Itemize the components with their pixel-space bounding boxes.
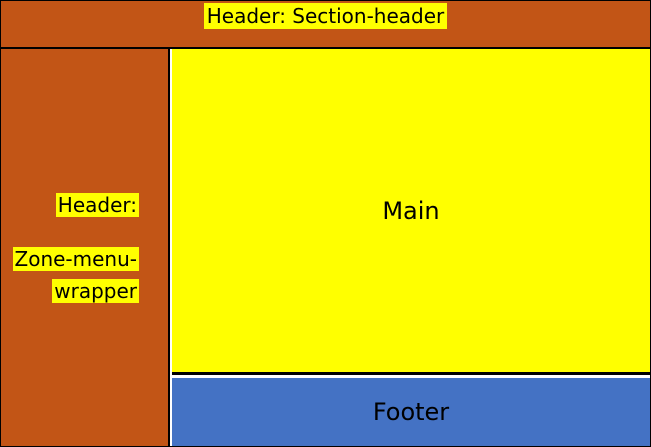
zone-menu-header-label-line: Header: <box>55 189 139 221</box>
zone-menu-name-label-line: Zone-menu-wrapper <box>1 243 139 307</box>
footer-label: Footer <box>372 398 450 426</box>
footer-region: Footer <box>172 378 650 446</box>
section-header-region: Header: Section-header <box>1 1 650 49</box>
main-region: Main <box>172 49 650 375</box>
zone-menu-name-label: Zone-menu-wrapper <box>12 246 139 303</box>
main-label: Main <box>382 196 440 225</box>
section-header-label: Header: Section-header <box>203 3 448 29</box>
zone-menu-wrapper-region: Header: Zone-menu-wrapper <box>1 49 170 446</box>
zone-menu-header-label: Header: <box>55 192 139 217</box>
